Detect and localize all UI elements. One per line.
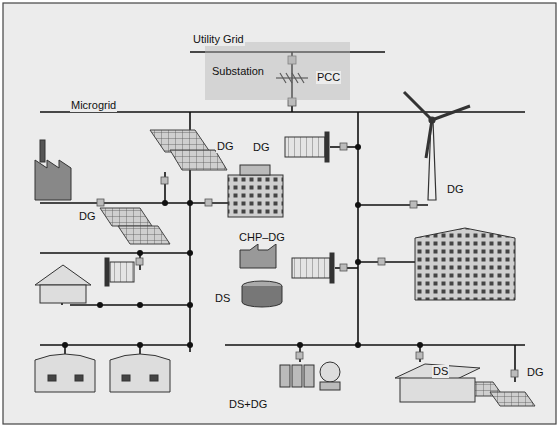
factory bbox=[35, 140, 71, 200]
ds-label: DS bbox=[214, 292, 231, 305]
grid-label: Utility Grid bbox=[192, 33, 245, 46]
pcc-label: PCC bbox=[316, 71, 341, 84]
ds-label: DS bbox=[432, 365, 449, 378]
dg-label: DG bbox=[216, 140, 235, 153]
office-buildings bbox=[228, 165, 515, 300]
houses bbox=[35, 265, 480, 402]
switch-boxes bbox=[58, 56, 518, 377]
storage-units bbox=[242, 281, 340, 390]
ds-dg-label: DS+DG bbox=[228, 398, 268, 411]
junction-dots bbox=[62, 144, 423, 348]
microgrid-label: Microgrid bbox=[70, 99, 117, 112]
solar-panels bbox=[100, 130, 535, 406]
wind-turbine bbox=[404, 92, 470, 200]
chp-dg-label: CHP–DG bbox=[238, 231, 286, 244]
power-lines bbox=[40, 52, 525, 382]
dg-label: DG bbox=[446, 183, 465, 196]
dg-label: DG bbox=[526, 366, 545, 379]
generator-units bbox=[105, 132, 334, 286]
dg-label: DG bbox=[252, 141, 271, 154]
frame bbox=[3, 3, 556, 424]
dg-label: DG bbox=[78, 210, 97, 223]
